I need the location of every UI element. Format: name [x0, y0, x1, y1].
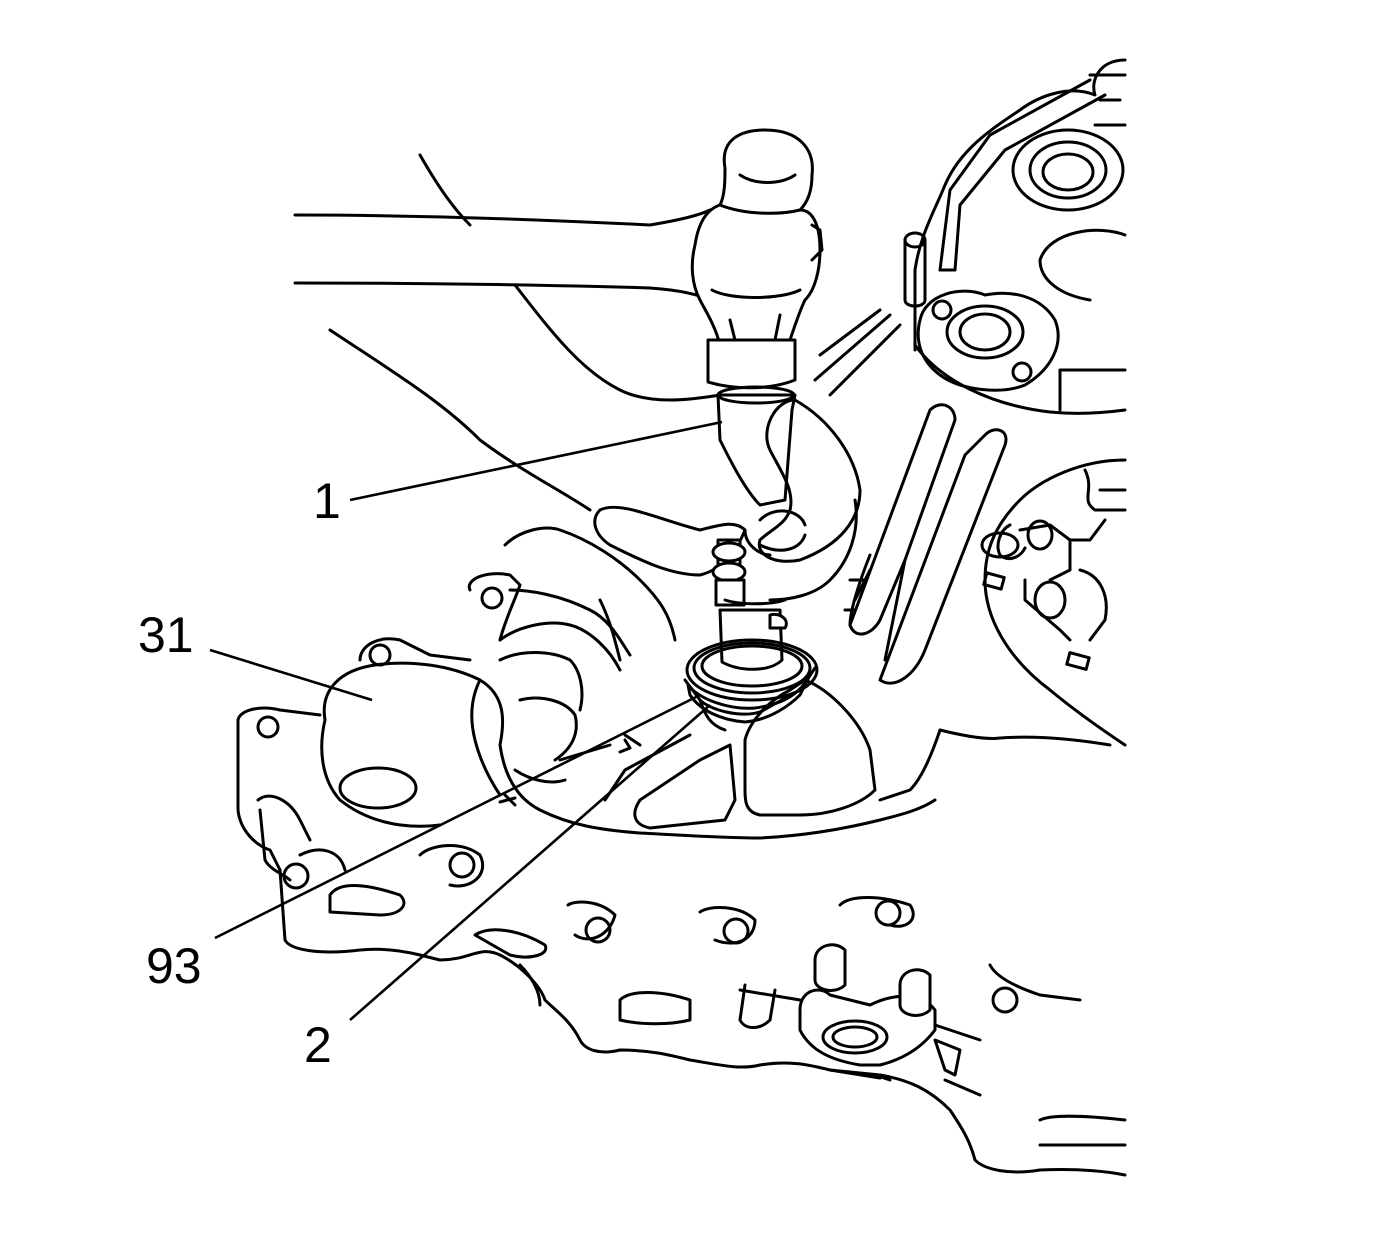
callout-31: 31	[138, 607, 194, 663]
transaxle-case	[813, 58, 1127, 802]
callout-2: 2	[304, 1017, 332, 1073]
seal-installer-tool	[711, 385, 797, 671]
leader-lines	[209, 420, 723, 1021]
leader-93	[214, 693, 701, 940]
leader-31	[209, 648, 373, 702]
leader-2	[349, 704, 711, 1021]
callout-1: 1	[313, 473, 341, 529]
leader-1	[349, 420, 723, 502]
hammer	[293, 128, 824, 390]
case-lower-housing	[236, 572, 1127, 1177]
callout-93: 93	[146, 938, 202, 994]
callouts: 1 31 93 2	[138, 473, 341, 1073]
